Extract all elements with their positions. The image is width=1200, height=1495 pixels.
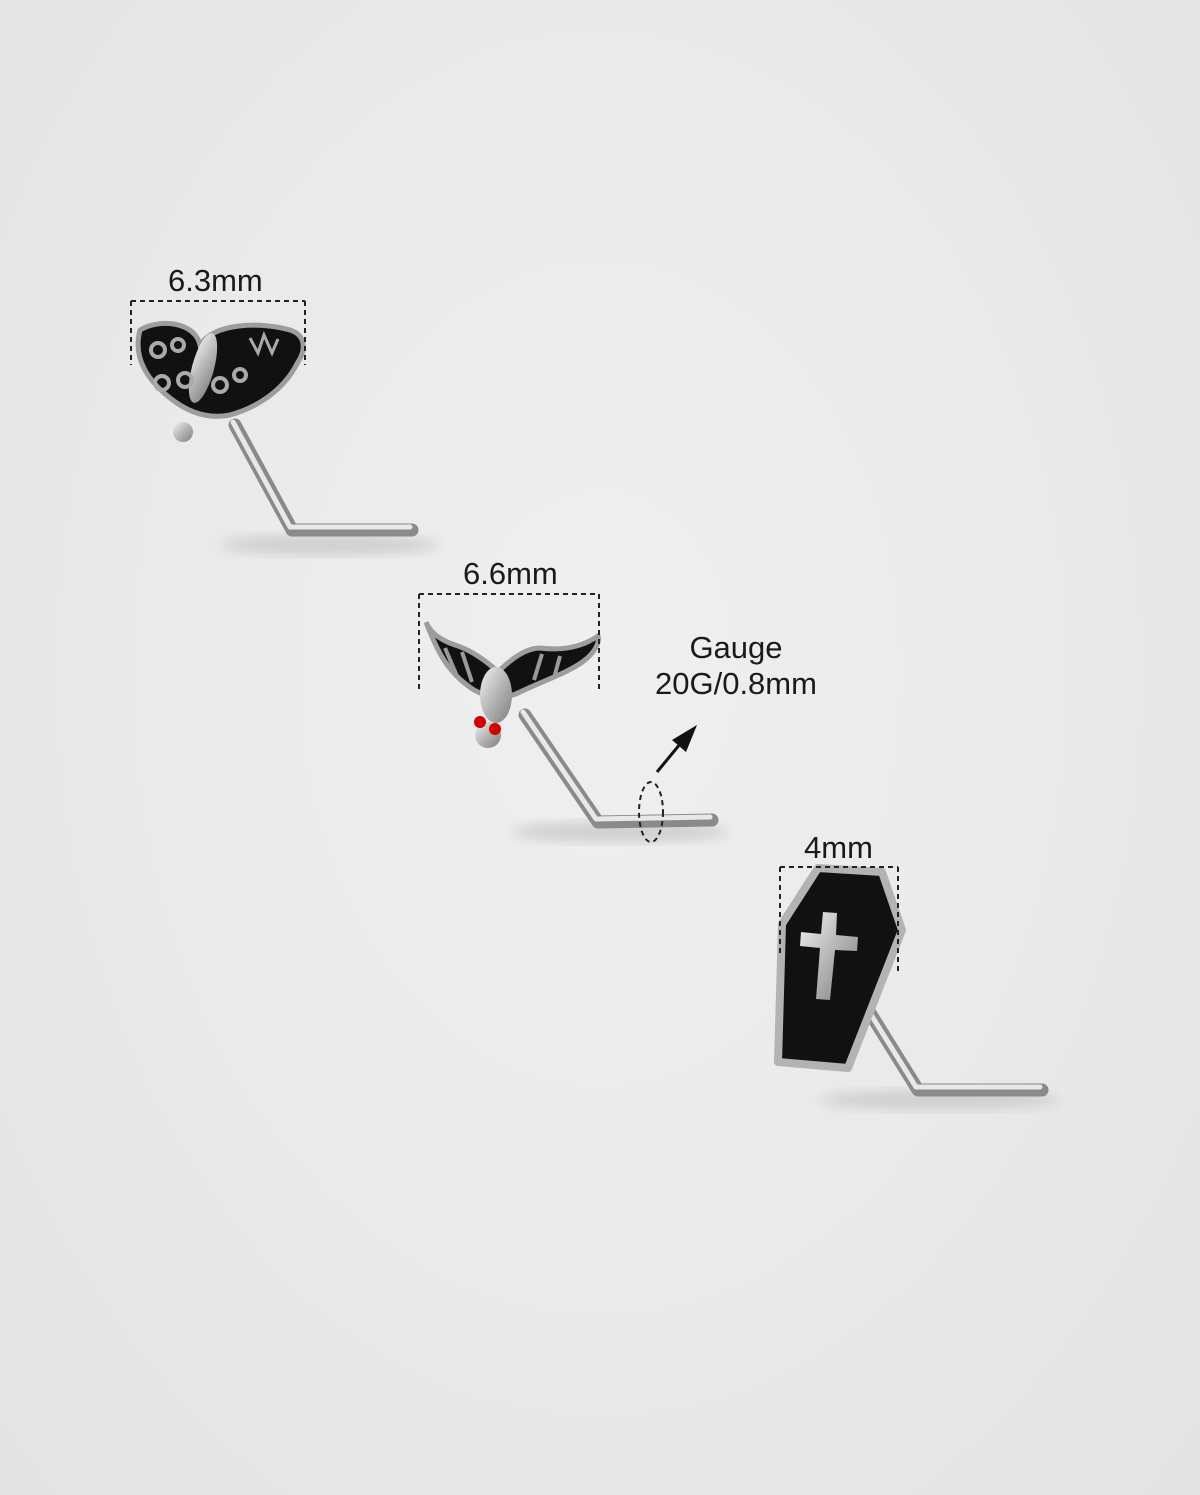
gauge-label: Gauge 20G/0.8mm xyxy=(655,630,817,703)
cross-icon xyxy=(800,912,858,1000)
bat-dimension-lines xyxy=(418,593,600,690)
bat-eye xyxy=(474,716,486,728)
moth-shadow xyxy=(220,535,440,555)
moth-stud xyxy=(135,320,440,555)
gauge-title: Gauge xyxy=(689,630,783,665)
moth-head xyxy=(173,422,193,442)
moth-spot xyxy=(176,371,194,389)
bat-wing-ribs xyxy=(443,647,562,683)
bat-body xyxy=(480,667,512,723)
bat-post-highlight xyxy=(520,709,713,822)
moth-spot xyxy=(153,374,171,392)
coffin-dimension-lines xyxy=(779,866,899,975)
moth-body xyxy=(188,333,218,403)
coffin-body xyxy=(774,864,906,1072)
bat-stud xyxy=(423,620,730,842)
moth-wing-pattern xyxy=(248,330,280,357)
moth-spot xyxy=(232,367,248,383)
moth-dimension-lines xyxy=(130,300,306,365)
bat-eye xyxy=(489,723,501,735)
moth-wings xyxy=(135,320,306,419)
moth-post-highlight xyxy=(230,419,413,530)
moth-spot xyxy=(149,341,167,359)
bat-width-label: 6.6mm xyxy=(463,556,558,591)
bat-post xyxy=(518,708,719,829)
gauge-ring xyxy=(638,781,664,843)
moth-spot xyxy=(170,337,186,353)
gauge-value: 20G/0.8mm xyxy=(655,666,817,702)
gauge-arrow-head xyxy=(672,725,697,752)
coffin-stud xyxy=(774,864,1060,1110)
coffin-post-highlight xyxy=(857,994,1043,1090)
coffin-width-label: 4mm xyxy=(804,830,873,865)
moth-spot xyxy=(211,376,229,394)
moth-width-label: 6.3mm xyxy=(168,263,263,298)
